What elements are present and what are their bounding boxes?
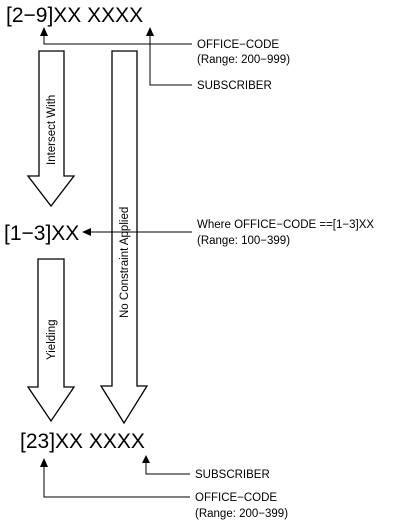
bottom-office-code-callout <box>40 458 190 498</box>
yielding-label: Yielding <box>46 320 58 361</box>
bottom-office-code-label: OFFICE−CODE <box>195 492 277 504</box>
bottom-pattern: [23]XX XXXX <box>20 430 145 453</box>
top-office-code-label: OFFICE−CODE <box>197 39 279 51</box>
bottom-subscriber-label: SUBSCRIBER <box>195 469 270 481</box>
bottom-subscriber-callout <box>142 455 190 475</box>
no-constraint-arrow <box>99 50 149 425</box>
yielding-arrow <box>26 258 76 423</box>
top-subscriber-callout <box>146 27 192 86</box>
top-subscriber-label: SUBSCRIBER <box>197 80 272 92</box>
no-constraint-label: No Constraint Applied <box>119 207 131 318</box>
bottom-office-range-label: (Range: 200−399) <box>195 508 288 520</box>
top-office-code-callout <box>40 27 192 45</box>
middle-where-label: Where OFFICE−CODE ==[1−3]XX <box>197 219 374 231</box>
top-office-range-label: (Range: 200−999) <box>197 54 290 66</box>
middle-range-label: (Range: 100−399) <box>197 235 290 247</box>
intersect-arrow <box>26 50 76 208</box>
middle-where-callout <box>82 228 192 236</box>
middle-pattern: [1−3]XX <box>4 222 79 245</box>
intersect-label: Intersect With <box>46 95 58 165</box>
top-pattern: [2−9]XX XXXX <box>6 4 143 27</box>
